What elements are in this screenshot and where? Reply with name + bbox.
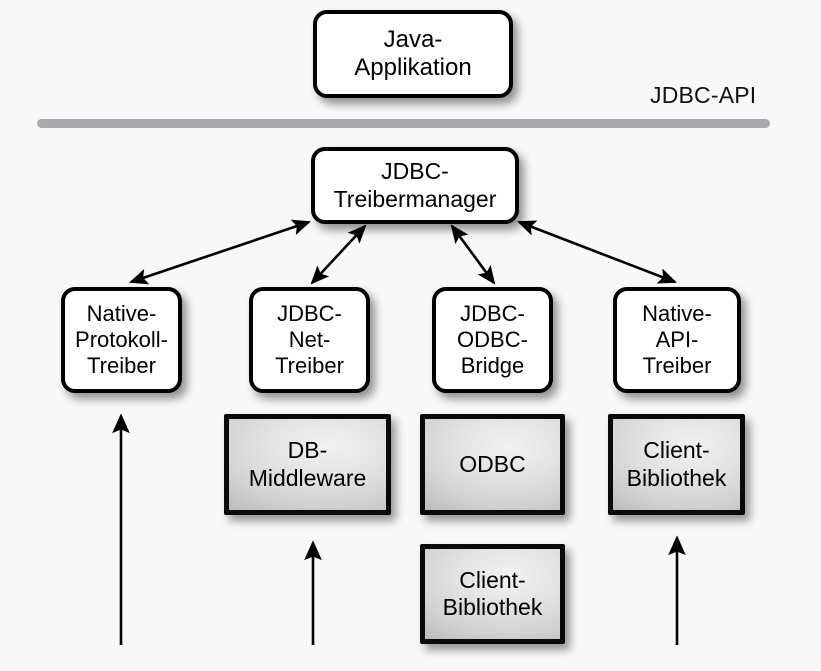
jdbc-api-separator-bar xyxy=(37,119,770,128)
node-java-application[interactable]: Java- Applikation xyxy=(313,10,513,98)
node-native-api-treiber-label: Native- API- Treiber xyxy=(642,301,712,378)
edge-manager-native-protokoll xyxy=(129,219,311,285)
node-jdbc-odbc-bridge[interactable]: JDBC- ODBC- Bridge xyxy=(432,287,553,393)
node-client-bibliothek-center-label: Client- Bibliothek xyxy=(442,566,543,620)
node-native-api-treiber[interactable]: Native- API- Treiber xyxy=(613,287,741,393)
node-native-protokoll-treiber-label: Native- Protokoll- Treiber xyxy=(75,301,168,378)
node-java-application-label: Java- Applikation xyxy=(354,25,472,81)
edge-manager-jdbc-net xyxy=(310,224,367,285)
jdbc-api-label: JDBC-API xyxy=(650,82,757,108)
node-odbc-label: ODBC xyxy=(459,450,526,477)
node-client-bibliothek-center[interactable]: Client- Bibliothek xyxy=(420,544,565,644)
edge-manager-jdbc-odbc xyxy=(450,224,496,285)
node-jdbc-net-treiber-label: JDBC- Net- Treiber xyxy=(275,301,344,378)
node-client-bibliothek-right-label: Client- Bibliothek xyxy=(626,437,727,491)
edge-manager-native-api xyxy=(517,220,677,284)
node-odbc[interactable]: ODBC xyxy=(420,414,565,515)
node-db-middleware-label: DB- Middleware xyxy=(248,437,367,491)
node-jdbc-net-treiber[interactable]: JDBC- Net- Treiber xyxy=(249,287,370,393)
node-jdbc-odbc-bridge-label: JDBC- ODBC- Bridge xyxy=(457,301,528,378)
node-db-middleware[interactable]: DB- Middleware xyxy=(224,414,391,515)
node-client-bibliothek-right[interactable]: Client- Bibliothek xyxy=(608,414,745,515)
node-native-protokoll-treiber[interactable]: Native- Protokoll- Treiber xyxy=(61,287,182,393)
node-jdbc-treibermanager-label: JDBC- Treibermanager xyxy=(333,158,497,212)
node-jdbc-treibermanager[interactable]: JDBC- Treibermanager xyxy=(311,147,519,224)
